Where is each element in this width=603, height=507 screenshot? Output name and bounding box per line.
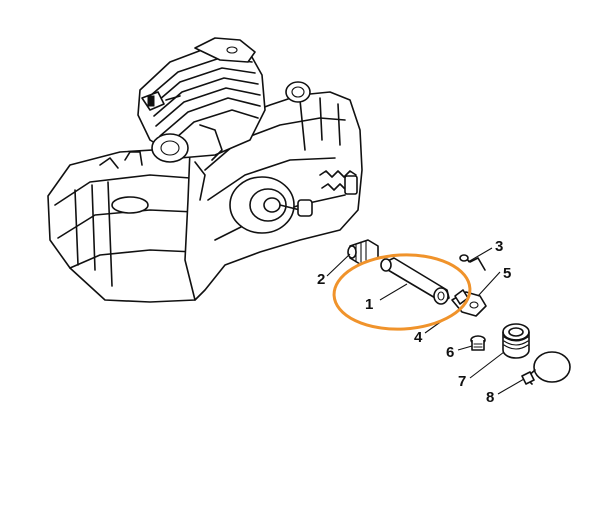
callout-labels: 1 2 3 4 5 6 7 8 <box>317 238 511 406</box>
callout-7: 7 <box>458 373 466 390</box>
part-6-screw <box>470 335 486 351</box>
callout-1: 1 <box>365 296 373 313</box>
part-7-plug <box>502 323 530 359</box>
callout-2: 2 <box>317 271 325 288</box>
part-1-shaft <box>380 257 450 305</box>
callout-6: 6 <box>446 344 454 361</box>
callout-4: 4 <box>414 329 423 346</box>
part-2-bushing <box>347 239 379 265</box>
part-8-ring <box>521 351 571 385</box>
callout-5: 5 <box>503 265 511 282</box>
part-3-clip <box>459 254 486 271</box>
leader-lines <box>326 247 525 395</box>
callout-8: 8 <box>486 389 494 406</box>
callout-3: 3 <box>495 238 503 255</box>
highlight-circle <box>332 253 472 331</box>
engine-assembly <box>47 37 363 303</box>
